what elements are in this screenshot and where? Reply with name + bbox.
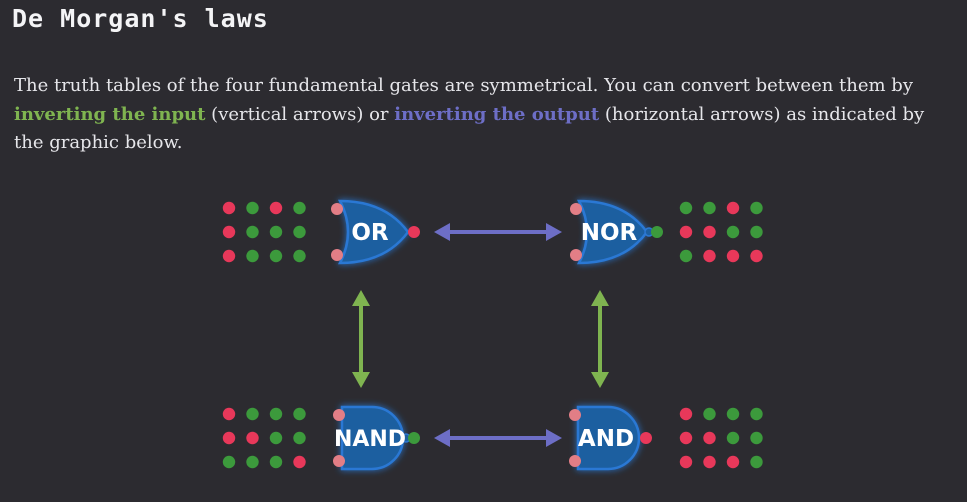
arrow-head <box>352 290 370 306</box>
truth-table-nor <box>679 201 763 263</box>
gate-nand: NAND <box>333 405 420 471</box>
page-title: De Morgan's laws <box>12 4 269 33</box>
truth-table-and <box>679 407 763 469</box>
gate-input-pin <box>570 249 582 261</box>
arrow-head <box>352 372 370 388</box>
truth-dot-true <box>750 407 763 421</box>
truth-dot-false <box>246 431 259 445</box>
truth-dot-true <box>679 249 693 263</box>
gate-and: AND <box>569 405 652 471</box>
truth-dot-true <box>293 431 306 445</box>
truth-dot-false <box>703 455 716 469</box>
truth-dot-true <box>293 249 306 263</box>
truth-dot-true <box>269 407 283 421</box>
arrow-head <box>591 290 609 306</box>
truth-dot-true <box>750 225 763 239</box>
gate-output-pin <box>408 226 420 238</box>
arrow-head <box>591 372 609 388</box>
inverting-output-highlight: inverting the output <box>394 103 600 125</box>
truth-dot-false <box>679 225 693 239</box>
truth-dot-true <box>726 225 740 239</box>
description-paragraph: The truth tables of the four fundamental… <box>14 72 954 158</box>
truth-dot-false <box>703 431 716 445</box>
truth-dot-true <box>750 431 763 445</box>
truth-dot-true <box>246 249 259 263</box>
truth-dot-false <box>726 249 740 263</box>
truth-dot-false <box>679 431 693 445</box>
truth-dot-false <box>222 431 236 445</box>
truth-dot-true <box>269 225 283 239</box>
arrow-bottom-horizontal <box>434 429 562 447</box>
gate-output-pin <box>651 226 663 238</box>
truth-dot-true <box>269 455 283 469</box>
gate-input-pin <box>333 409 345 421</box>
truth-dot-false <box>679 407 693 421</box>
gate-label: NAND <box>334 427 406 452</box>
gate-body <box>576 405 641 471</box>
paragraph-text-2: (vertical arrows) or <box>205 103 395 125</box>
truth-dot-true <box>679 201 693 215</box>
truth-dot-false <box>222 225 236 239</box>
gate-nor: NOR <box>570 199 663 265</box>
truth-table-nand <box>222 407 306 469</box>
truth-dot-true <box>269 249 283 263</box>
arrow-head <box>546 223 562 241</box>
arrow-head <box>434 429 450 447</box>
truth-dot-true <box>750 201 763 215</box>
truth-dot-false <box>222 407 236 421</box>
arrow-head <box>434 223 450 241</box>
truth-dot-true <box>246 201 259 215</box>
arrow-right-vertical <box>591 290 609 388</box>
gate-input-pin <box>333 455 345 467</box>
gate-body <box>337 199 410 265</box>
paragraph-text-3: (horizontal arrows) as indicated by the … <box>14 103 925 154</box>
arrow-left-vertical <box>352 290 370 388</box>
truth-dot-true <box>246 455 259 469</box>
truth-dot-false <box>679 455 693 469</box>
truth-dot-false <box>726 455 740 469</box>
truth-dot-true <box>293 407 306 421</box>
truth-dot-true <box>293 201 306 215</box>
gate-input-pin <box>569 409 581 421</box>
inverting-input-highlight: inverting the input <box>14 103 206 125</box>
truth-dot-true <box>726 407 740 421</box>
gate-label: OR <box>351 220 389 246</box>
truth-dot-true <box>750 455 763 469</box>
gate-output-pin <box>640 432 652 444</box>
truth-table-or <box>222 201 306 263</box>
gate-body <box>576 199 649 265</box>
arrow-head <box>546 429 562 447</box>
truth-dot-false <box>726 201 740 215</box>
truth-dot-false <box>703 225 716 239</box>
gate-input-pin <box>570 203 582 215</box>
truth-dot-true <box>726 431 740 445</box>
truth-dot-false <box>269 201 283 215</box>
truth-dot-false <box>222 249 236 263</box>
truth-dot-true <box>269 431 283 445</box>
truth-dot-true <box>293 225 306 239</box>
truth-dot-true <box>246 225 259 239</box>
gate-input-pin <box>331 203 343 215</box>
truth-dot-false <box>222 201 236 215</box>
gate-label: AND <box>578 426 634 452</box>
gate-label: NOR <box>581 220 638 246</box>
paragraph-text-1: The truth tables of the four fundamental… <box>14 75 913 96</box>
truth-dot-true <box>222 455 236 469</box>
gate-output-pin <box>408 432 420 444</box>
truth-dot-true <box>246 407 259 421</box>
truth-dot-true <box>703 407 716 421</box>
truth-dot-false <box>703 249 716 263</box>
gate-or: OR <box>331 199 420 265</box>
gate-input-pin <box>569 455 581 467</box>
truth-dot-true <box>703 201 716 215</box>
truth-dot-false <box>750 249 763 263</box>
gate-input-pin <box>331 249 343 261</box>
arrow-top-horizontal <box>434 223 562 241</box>
truth-dot-false <box>293 455 306 469</box>
